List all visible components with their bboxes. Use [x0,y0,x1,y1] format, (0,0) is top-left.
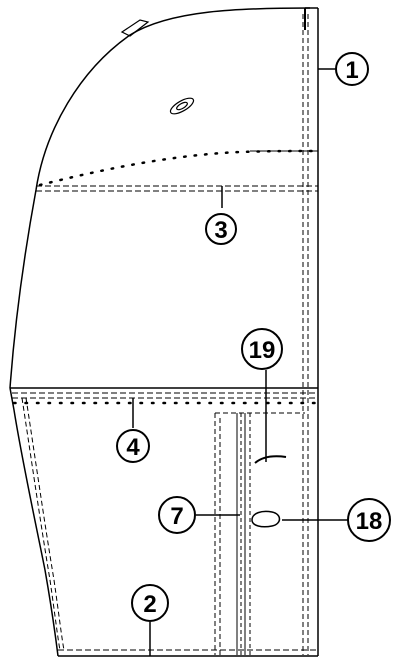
callout-4: 4 [116,429,150,463]
inner-left-edge [21,397,65,651]
fitting-19 [254,455,287,464]
callout-18-label: 18 [356,508,383,535]
callout-1-label: 1 [345,57,358,84]
leading-edge [9,7,311,389]
callout-7-label: 7 [170,503,183,530]
callout-7: 7 [158,496,196,534]
fitting-18 [251,510,281,528]
callout-4-label: 4 [126,434,140,461]
callout-19-label: 19 [249,337,276,364]
access-panel [214,412,305,655]
upper-access-port [169,97,195,115]
callout-2-label: 2 [143,591,156,618]
right-spar [302,14,309,655]
rib-3 [36,185,318,192]
callout-3: 3 [205,213,237,245]
top-hatch-tab [120,19,150,37]
callout-19: 19 [241,328,283,370]
rib-4 [10,387,318,399]
panel-outline [9,7,319,657]
callout-1: 1 [318,52,369,86]
callout-3-label: 3 [214,217,227,244]
callout-2: 2 [131,584,169,622]
callout-18: 18 [347,498,391,542]
rivet-line-upper [38,149,320,187]
lower-left-edge [9,387,59,657]
